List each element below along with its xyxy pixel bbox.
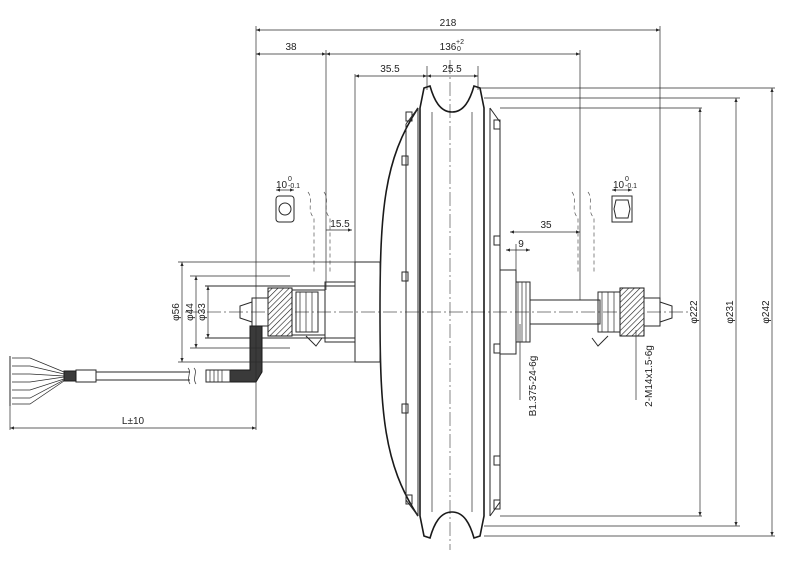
spoke-holes-left bbox=[401, 111, 413, 505]
dim-dia-33: φ33 bbox=[197, 303, 208, 321]
dim-slot-right: 10 bbox=[613, 180, 625, 191]
dim-slot-left: 10 bbox=[276, 180, 288, 191]
dim-left-offset: 38 bbox=[285, 42, 297, 53]
dim-dia-56: φ56 bbox=[171, 303, 182, 321]
dim-thread-width: 9 bbox=[518, 239, 524, 250]
dim-dia-222: φ222 bbox=[689, 300, 700, 324]
extension-lines bbox=[9, 26, 775, 537]
rim bbox=[419, 84, 485, 540]
dim-axle-span-tol-upper: +2 bbox=[456, 39, 464, 46]
left-bearing-housing bbox=[205, 261, 381, 363]
dim-axle-span-tol-lower: 0 bbox=[457, 46, 461, 53]
dim-dia-242: φ242 bbox=[761, 300, 772, 324]
freewheel-body bbox=[499, 269, 601, 355]
dim-axle-span: 136 bbox=[440, 42, 457, 53]
dim-slot-left-tol-upper: 0 bbox=[288, 176, 292, 183]
dim-slot-right-tol-lower: -0.1 bbox=[625, 183, 637, 190]
right-axle-nut bbox=[591, 287, 673, 347]
thread-axle-label: 2-M14x1.5-6g bbox=[644, 345, 655, 407]
left-axle-nut bbox=[239, 287, 323, 347]
dropout-slot-left bbox=[275, 191, 331, 272]
dim-dia-44: φ44 bbox=[185, 303, 196, 321]
dim-rim-width: 25.5 bbox=[442, 64, 462, 75]
dimension-lines bbox=[10, 28, 774, 536]
dim-flange-offset: 35.5 bbox=[380, 64, 400, 75]
dim-step-left: 15.5 bbox=[330, 219, 350, 230]
dim-slot-left-tol-lower: -0.1 bbox=[288, 183, 300, 190]
dim-overall-width: 218 bbox=[440, 18, 457, 29]
thread-freewheel-label: B1.375-24-6g bbox=[528, 356, 539, 417]
dim-cable-length: L±10 bbox=[122, 416, 145, 427]
dim-dia-231: φ231 bbox=[725, 300, 736, 324]
dim-slot-right-tol-upper: 0 bbox=[625, 176, 629, 183]
dropout-slot-right bbox=[571, 191, 633, 272]
dim-freewheel-offset: 35 bbox=[540, 220, 552, 231]
motor-cable bbox=[9, 325, 263, 406]
spoke-holes-right bbox=[493, 119, 501, 510]
